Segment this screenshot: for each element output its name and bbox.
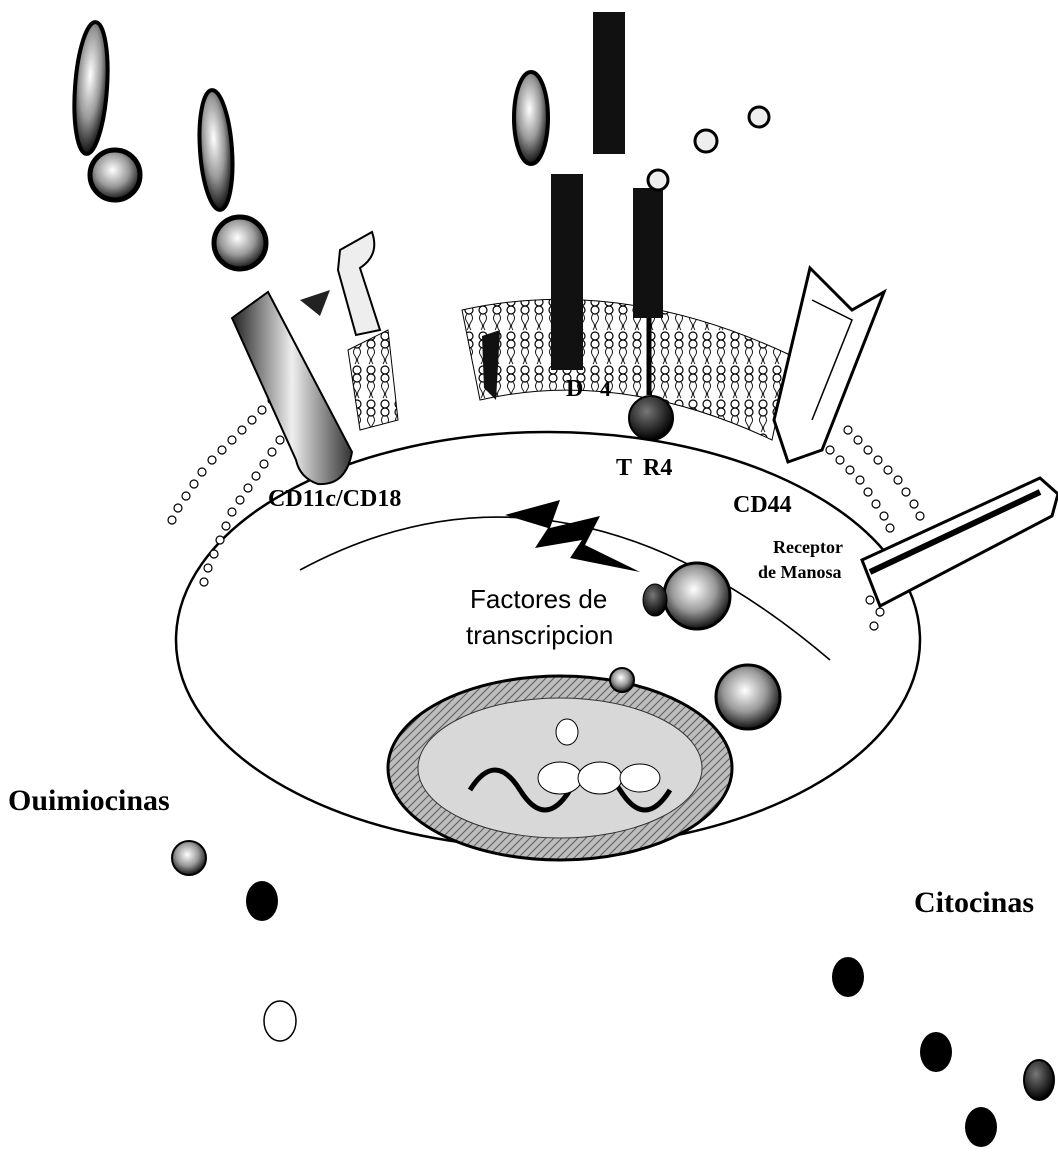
- ligand-small: [695, 130, 717, 152]
- transcription-factor: [643, 584, 667, 616]
- quimiocina-dot: [172, 841, 206, 875]
- ligand-ellipse: [514, 72, 548, 164]
- label-t: T: [616, 455, 632, 482]
- label-d: D: [566, 376, 583, 403]
- tlr-bar: [551, 174, 583, 370]
- label-4: 4: [600, 376, 611, 402]
- quimiocina-dot: [246, 881, 278, 921]
- membrane-bilayer-left: [348, 330, 398, 430]
- citocina-dot: [965, 1107, 997, 1147]
- label-receptor-line1: Receptor: [773, 537, 843, 558]
- ligand-bead: [214, 217, 266, 269]
- label-cd44: CD44: [733, 492, 792, 519]
- label-r4: R4: [643, 455, 672, 482]
- vesicle: [664, 563, 730, 629]
- label-quimiocinas: Ouimiocinas: [8, 784, 170, 818]
- label-factores-line1: Factores de: [470, 584, 607, 615]
- ligand-small: [749, 107, 769, 127]
- cd44-receptor: [774, 268, 884, 462]
- tlr4-tir-domain: [629, 396, 673, 440]
- citocina-dot: [1024, 1060, 1054, 1100]
- dna-loop: [538, 762, 582, 794]
- citocina-dot: [832, 957, 864, 997]
- citocina-dot: [920, 1032, 952, 1072]
- ligand-small: [648, 170, 668, 190]
- label-citocinas: Citocinas: [914, 886, 1034, 920]
- ligand-ellipse: [70, 21, 111, 155]
- tlr-bar: [593, 12, 625, 154]
- label-cd11c-cd18: CD11c/CD18: [268, 486, 401, 513]
- vesicle: [716, 665, 780, 729]
- ligand-ellipse: [196, 89, 236, 211]
- ligand-bead: [90, 150, 140, 200]
- membrane-bilayer: [462, 299, 790, 440]
- nuclear-particle: [556, 719, 578, 745]
- dna-loop: [578, 762, 622, 794]
- transcription-factor-small: [610, 668, 634, 692]
- label-receptor-line2: de Manosa: [758, 562, 842, 583]
- tlr-bar: [633, 188, 663, 318]
- quimiocina-dot: [264, 1001, 296, 1041]
- label-factores-line2: transcripcion: [466, 620, 613, 651]
- dna-loop: [620, 764, 660, 792]
